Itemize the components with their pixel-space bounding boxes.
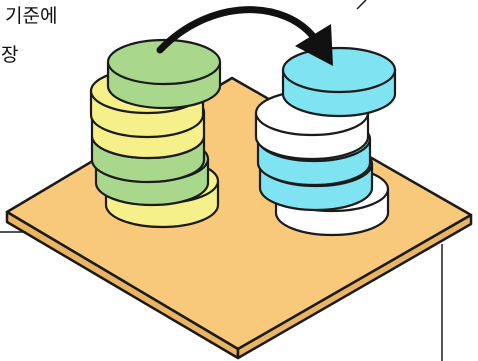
board-top (7, 78, 471, 349)
right-disc-stack (256, 48, 395, 235)
left-disc-stack (91, 40, 220, 227)
right-disc-top (283, 48, 395, 116)
clipped-line-fragment (357, 0, 366, 9)
base-board (7, 78, 471, 358)
